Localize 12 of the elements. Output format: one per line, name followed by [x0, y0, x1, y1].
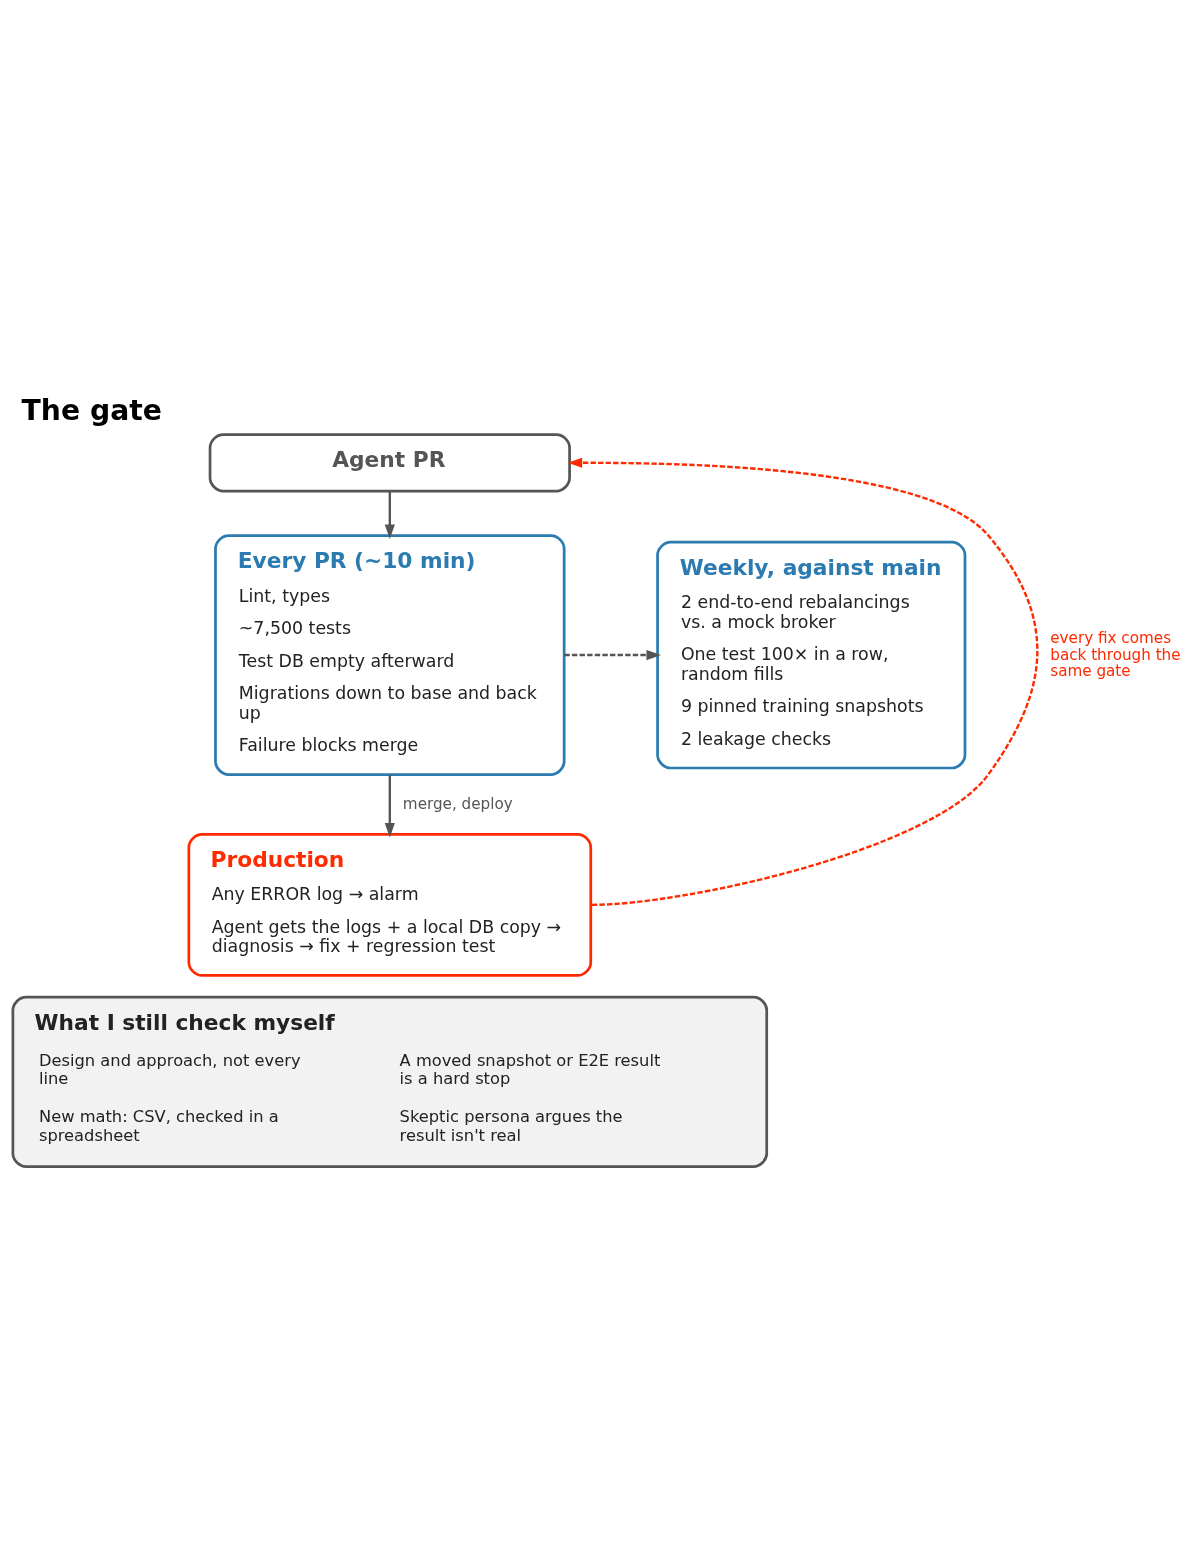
arrow [564, 649, 662, 660]
arrow [384, 774, 395, 838]
node-box: Weekly, against main 2 end-to-end rebalancings vs. a mock broker One test 100× in a row, random fills 9 pinned training snapshots 2 leakage checks [656, 540, 967, 769]
node-box: Agent PR [208, 432, 571, 492]
edge-label: every fix comes back through the same gate [1050, 628, 1181, 680]
diagram-title: The gate [21, 393, 162, 427]
arrow [384, 490, 395, 539]
node-box: Every PR (~10 min) Lint, types ~7,500 tests Test DB empty afterward Migrations down to base and back up Failure blocks merge [214, 533, 566, 776]
node-box: Production Any ERROR log → alarm Agent gets the logs + a local DB copy → diagnosis → fix + regression test [187, 832, 593, 977]
arrow [567, 457, 1039, 906]
node-box: What I still check myself Design and approach, not every line A moved snapshot or E2E result is a hard stop New math: CSV, checked in a spreadsheet Skeptic persona argues the result isn't real [11, 995, 769, 1168]
edge-label: merge, deploy [402, 794, 513, 813]
